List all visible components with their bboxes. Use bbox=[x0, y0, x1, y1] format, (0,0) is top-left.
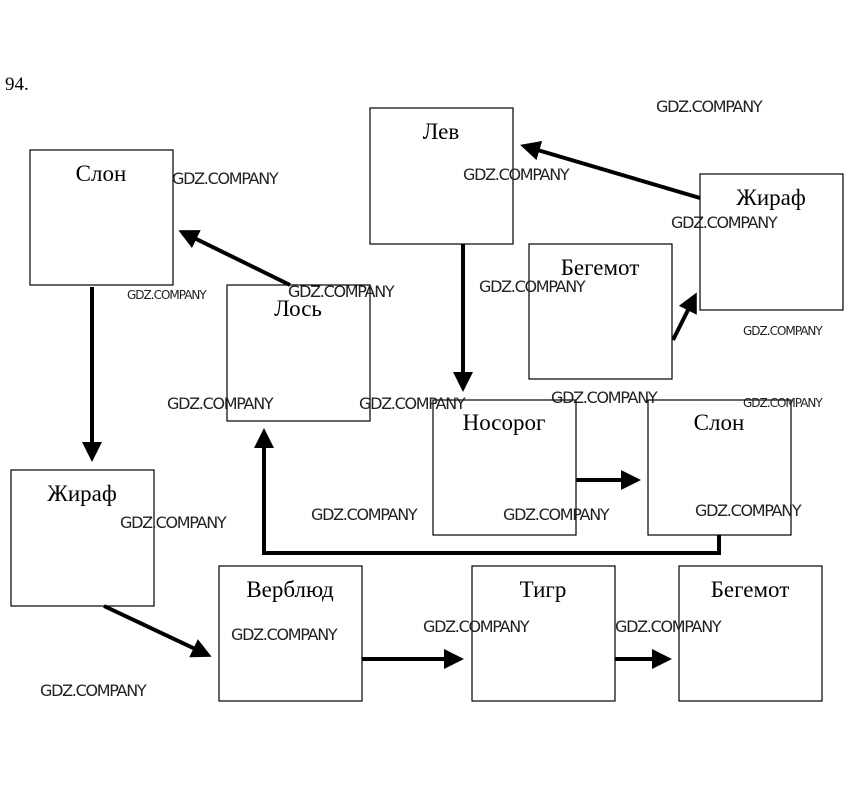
watermark: GDZ.COMPANY bbox=[615, 617, 722, 636]
node-hippo-2: Бегемот bbox=[678, 565, 823, 702]
node-lion: Лев bbox=[369, 107, 514, 245]
svg-text:Лось: Лось bbox=[274, 296, 322, 321]
arrow-giraffe-camel bbox=[103, 604, 212, 658]
node-rhino: Носорог bbox=[432, 399, 577, 536]
node-camel: Верблюд bbox=[218, 565, 363, 702]
watermark: GDZ.COMPANY bbox=[231, 625, 338, 644]
arrow-moose-elephant bbox=[178, 230, 291, 287]
arrows bbox=[82, 140, 721, 669]
watermark: GDZ.COMPANY bbox=[172, 169, 279, 188]
problem-number: 94. bbox=[5, 74, 29, 95]
node-moose: Лось bbox=[226, 284, 371, 422]
svg-text:Лев: Лев bbox=[423, 119, 460, 144]
svg-text:Жираф: Жираф bbox=[47, 481, 117, 506]
watermark: GDZ.COMPANY bbox=[695, 501, 802, 520]
watermark: GDZ.COMPANY bbox=[743, 396, 823, 410]
arrow-elephant-moose bbox=[254, 428, 721, 555]
watermark: GDZ.COMPANY bbox=[288, 282, 395, 301]
node-hippo-1: Бегемот bbox=[528, 243, 673, 380]
watermark: GDZ.COMPANY bbox=[127, 288, 207, 302]
arrow-hippo-giraffe bbox=[671, 292, 697, 341]
svg-text:Слон: Слон bbox=[76, 161, 127, 186]
watermark: GDZ.COMPANY bbox=[503, 505, 610, 524]
watermark: GDZ.COMPANY bbox=[423, 617, 530, 636]
watermark: GDZ.COMPANY bbox=[311, 505, 418, 524]
svg-text:Носорог: Носорог bbox=[463, 410, 546, 435]
node-giraffe-1: Жираф bbox=[10, 469, 155, 607]
node-giraffe-2: Жираф bbox=[699, 173, 844, 311]
watermark: GDZ.COMPANY bbox=[656, 97, 763, 116]
watermarks: GDZ.COMPANY GDZ.COMPANY GDZ.COMPANY GDZ.… bbox=[40, 97, 824, 700]
watermark: GDZ.COMPANY bbox=[743, 324, 823, 338]
svg-text:Тигр: Тигр bbox=[520, 577, 567, 602]
svg-text:Жираф: Жираф bbox=[736, 185, 806, 210]
node-elephant-2: Слон bbox=[647, 399, 792, 536]
watermark: GDZ.COMPANY bbox=[463, 165, 570, 184]
arrow-giraffe-lion bbox=[520, 140, 701, 200]
node-elephant-1: Слон bbox=[29, 149, 174, 286]
watermark: GDZ.COMPANY bbox=[359, 394, 466, 413]
watermark: GDZ.COMPANY bbox=[167, 394, 274, 413]
svg-text:Слон: Слон bbox=[694, 410, 745, 435]
svg-text:Верблюд: Верблюд bbox=[246, 577, 334, 602]
watermark: GDZ.COMPANY bbox=[671, 213, 778, 232]
watermark: GDZ.COMPANY bbox=[551, 388, 658, 407]
watermark: GDZ.COMPANY bbox=[479, 277, 586, 296]
watermark: GDZ.COMPANY bbox=[40, 681, 147, 700]
node-tiger: Тигр bbox=[471, 565, 616, 702]
svg-text:Бегемот: Бегемот bbox=[561, 255, 640, 280]
svg-text:Бегемот: Бегемот bbox=[711, 577, 790, 602]
watermark: GDZ.COMPANY bbox=[120, 513, 227, 532]
